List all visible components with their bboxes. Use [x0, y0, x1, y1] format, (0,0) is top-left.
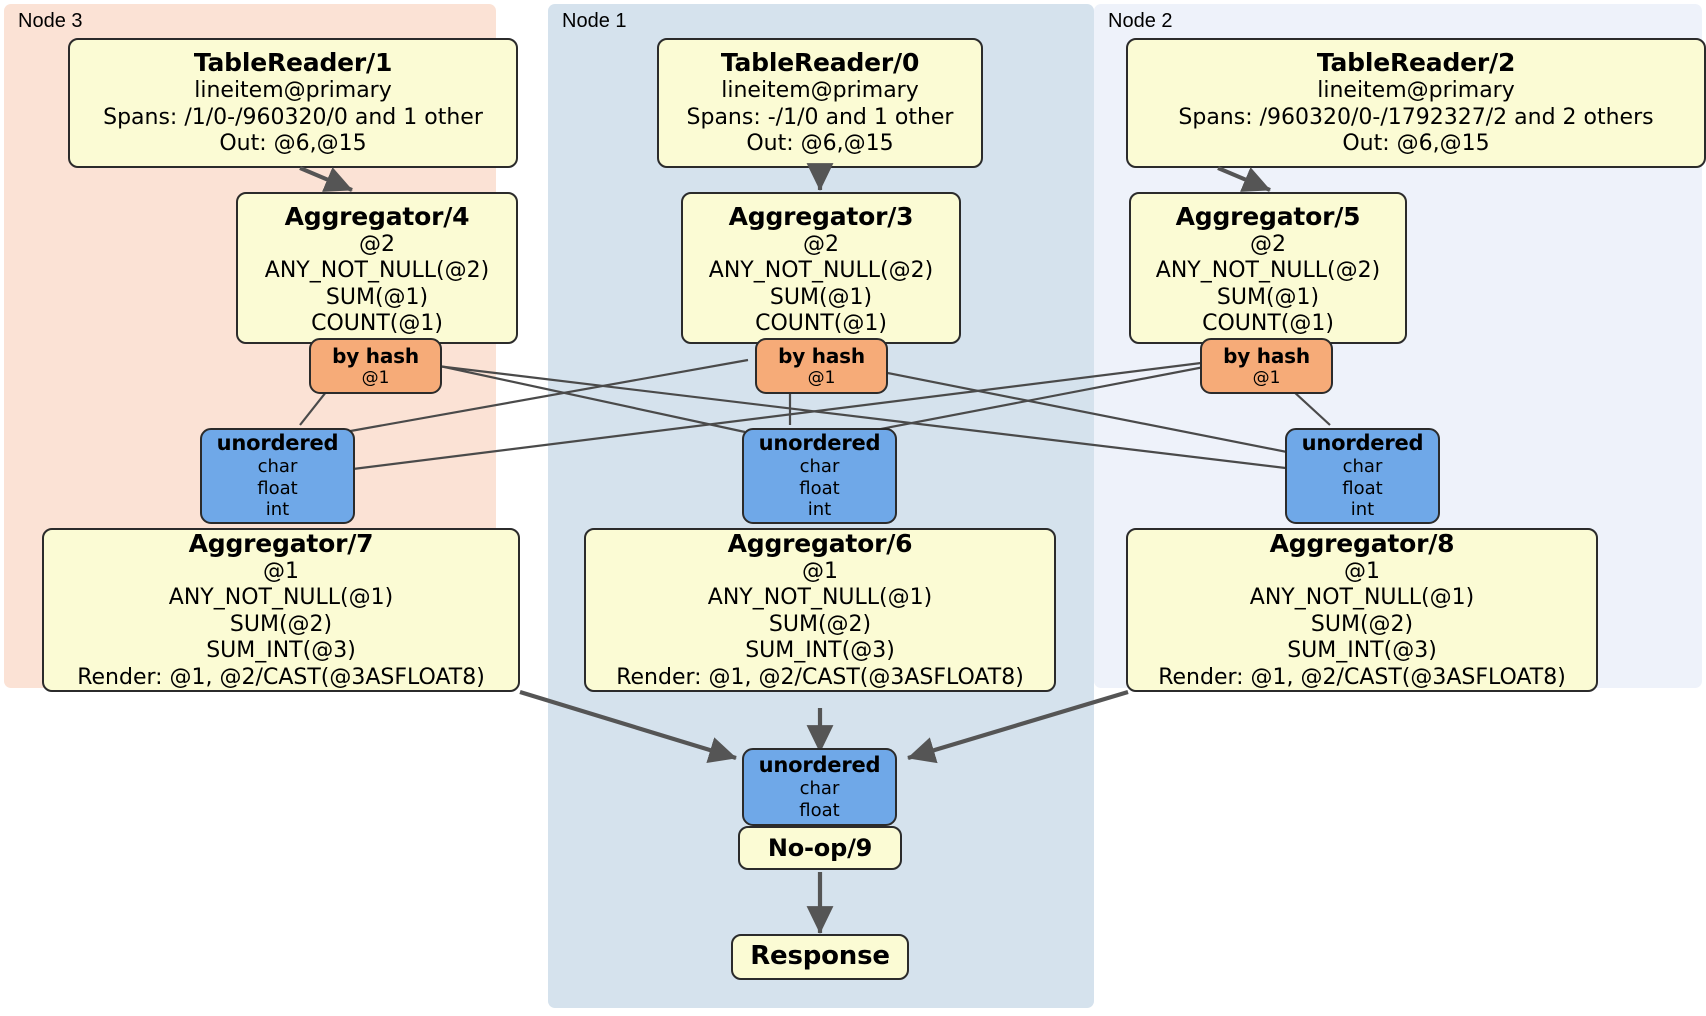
processor-detail-line: SUM_INT(@3) — [1287, 638, 1437, 664]
processor-detail-line: @1 — [802, 559, 838, 585]
stream-type-line: float — [799, 799, 840, 821]
processor-aggregator-6[interactable]: Aggregator/6 @1 ANY_NOT_NULL(@1) SUM(@2)… — [584, 528, 1056, 692]
processor-table-reader-2[interactable]: TableReader/2 lineitem@primary Spans: /9… — [1126, 38, 1706, 168]
processor-detail-line: @2 — [359, 232, 395, 257]
processor-detail-line: SUM(@2) — [768, 611, 872, 637]
stream-type-line: float — [1342, 477, 1383, 499]
processor-title: Aggregator/5 — [1175, 202, 1361, 231]
processor-title: Aggregator/7 — [188, 529, 374, 559]
stream-title: unordered — [216, 431, 339, 456]
processor-detail-line: Out: @6,@15 — [1342, 131, 1490, 157]
processor-table-reader-1[interactable]: TableReader/1 lineitem@primary Spans: /1… — [68, 38, 518, 168]
processor-detail-line: ANY_NOT_NULL(@1) — [1249, 585, 1475, 611]
router-by-hash-center[interactable]: by hash @1 — [755, 338, 888, 394]
stream-type-line: char — [257, 456, 298, 478]
router-detail-line: @1 — [1252, 367, 1281, 388]
processor-detail-line: SUM(@1) — [325, 284, 429, 310]
router-detail-line: @1 — [361, 367, 390, 388]
stream-title: unordered — [758, 752, 881, 777]
stream-type-line: char — [799, 456, 840, 478]
processor-detail-line: COUNT(@1) — [755, 311, 887, 337]
processor-detail-line: lineitem@primary — [194, 78, 392, 104]
processor-detail-line: COUNT(@1) — [311, 311, 443, 337]
router-title: by hash — [1223, 343, 1310, 368]
processor-render-line: Render: @1, @2/CAST(@3ASFLOAT8) — [616, 664, 1024, 690]
router-by-hash-right[interactable]: by hash @1 — [1200, 338, 1333, 394]
router-title: by hash — [778, 343, 865, 368]
processor-detail-line: ANY_NOT_NULL(@2) — [264, 258, 490, 284]
processor-title: Aggregator/3 — [728, 202, 914, 231]
stream-type-line: char — [1342, 456, 1383, 478]
stream-type-line: char — [799, 778, 840, 799]
processor-detail-line: ANY_NOT_NULL(@2) — [708, 258, 934, 284]
processor-detail-line: ANY_NOT_NULL(@1) — [707, 585, 933, 611]
stream-title: unordered — [758, 431, 881, 456]
stream-unordered-left[interactable]: unordered char float int — [200, 428, 355, 524]
processor-detail-line: SUM_INT(@3) — [206, 638, 356, 664]
processor-table-reader-0[interactable]: TableReader/0 lineitem@primary Spans: -/… — [657, 38, 983, 168]
processor-detail-line: COUNT(@1) — [1202, 311, 1334, 337]
node-label-node2: Node 2 — [1108, 10, 1173, 32]
stream-unordered-right[interactable]: unordered char float int — [1285, 428, 1440, 524]
processor-detail-line: ANY_NOT_NULL(@2) — [1155, 258, 1381, 284]
processor-render-line: Render: @1, @2/CAST(@3ASFLOAT8) — [77, 664, 485, 690]
processor-detail-line: @2 — [803, 232, 839, 257]
processor-detail-line: Out: @6,@15 — [746, 131, 894, 157]
processor-title: TableReader/1 — [193, 48, 393, 78]
stream-type-line: int — [807, 499, 832, 521]
processor-detail-line: ANY_NOT_NULL(@1) — [168, 585, 394, 611]
processor-detail-line: SUM(@2) — [229, 611, 333, 637]
processor-detail-line: lineitem@primary — [1317, 78, 1515, 104]
processor-title: Response — [750, 941, 890, 972]
processor-detail-line: Spans: /1/0-/960320/0 and 1 other — [103, 104, 483, 130]
node-label-node3: Node 3 — [18, 10, 83, 32]
processor-detail-line: Spans: -/1/0 and 1 other — [686, 104, 954, 130]
processor-detail-line: @1 — [1344, 559, 1380, 585]
processor-detail-line: Out: @6,@15 — [219, 131, 367, 157]
processor-aggregator-7[interactable]: Aggregator/7 @1 ANY_NOT_NULL(@1) SUM(@2)… — [42, 528, 520, 692]
stream-type-line: float — [799, 477, 840, 499]
processor-title: TableReader/2 — [1316, 48, 1516, 78]
processor-detail-line: @1 — [263, 559, 299, 585]
processor-detail-line: @2 — [1250, 232, 1286, 257]
processor-no-op-9[interactable]: No-op/9 — [738, 826, 902, 870]
processor-detail-line: SUM(@1) — [1216, 284, 1320, 310]
processor-title: No-op/9 — [767, 833, 873, 862]
stream-type-line: int — [1350, 499, 1375, 521]
processor-aggregator-8[interactable]: Aggregator/8 @1 ANY_NOT_NULL(@1) SUM(@2)… — [1126, 528, 1598, 692]
processor-title: Aggregator/8 — [1269, 529, 1455, 559]
stream-type-line: float — [257, 477, 298, 499]
processor-aggregator-5[interactable]: Aggregator/5 @2 ANY_NOT_NULL(@2) SUM(@1)… — [1129, 192, 1407, 344]
stream-unordered-center[interactable]: unordered char float int — [742, 428, 897, 524]
router-by-hash-left[interactable]: by hash @1 — [309, 338, 442, 394]
processor-detail-line: SUM_INT(@3) — [745, 638, 895, 664]
processor-response[interactable]: Response — [731, 934, 909, 980]
processor-title: Aggregator/4 — [284, 202, 470, 231]
stream-title: unordered — [1301, 431, 1424, 456]
processor-render-line: Render: @1, @2/CAST(@3ASFLOAT8) — [1158, 664, 1566, 690]
router-title: by hash — [332, 343, 419, 368]
processor-detail-line: Spans: /960320/0-/1792327/2 and 2 others — [1178, 104, 1654, 130]
processor-title: TableReader/0 — [720, 48, 920, 78]
processor-aggregator-3[interactable]: Aggregator/3 @2 ANY_NOT_NULL(@2) SUM(@1)… — [681, 192, 961, 344]
node-label-node1: Node 1 — [562, 10, 627, 32]
processor-detail-line: SUM(@2) — [1310, 611, 1414, 637]
processor-detail-line: SUM(@1) — [769, 284, 873, 310]
processor-detail-line: lineitem@primary — [721, 78, 919, 104]
stream-type-line: int — [265, 499, 290, 521]
router-detail-line: @1 — [807, 367, 836, 388]
stream-unordered-final[interactable]: unordered char float — [742, 748, 897, 826]
processor-title: Aggregator/6 — [727, 529, 913, 559]
processor-aggregator-4[interactable]: Aggregator/4 @2 ANY_NOT_NULL(@2) SUM(@1)… — [236, 192, 518, 344]
